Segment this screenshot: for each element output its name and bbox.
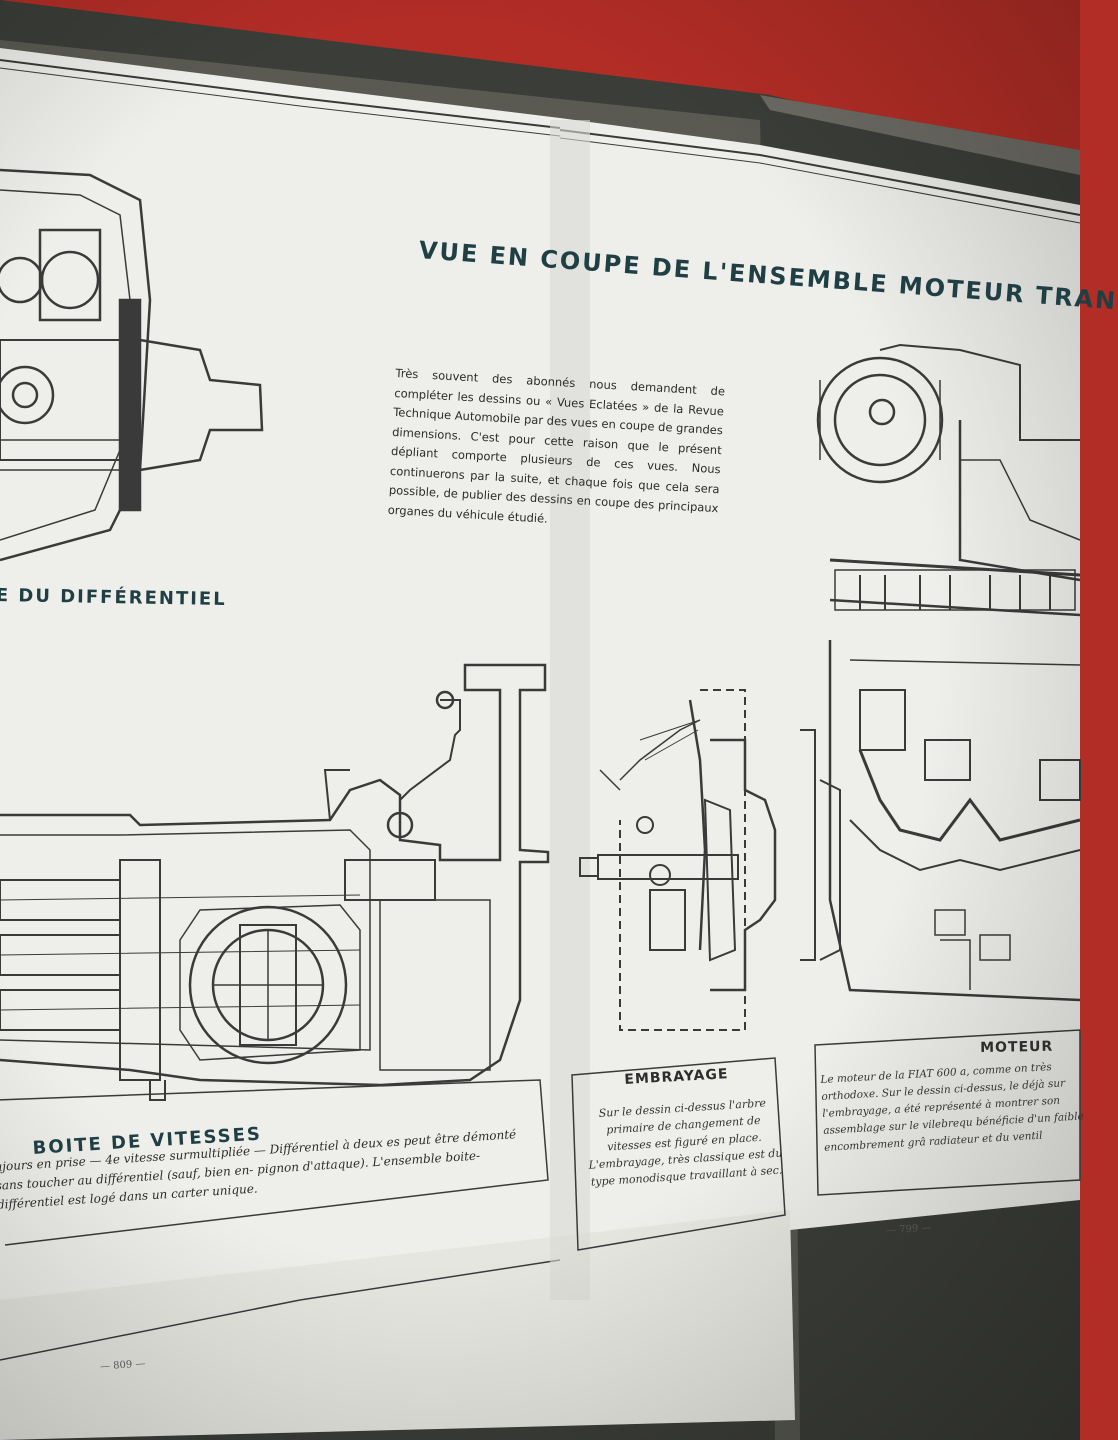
clutch-drawing [579, 689, 777, 1031]
engine-drawing [800, 343, 1081, 1002]
engine-title: MOTEUR [980, 1038, 1054, 1056]
engine-box [814, 1029, 1081, 1196]
clutch-box [571, 1057, 786, 1251]
differential-drawing [0, 168, 264, 562]
gearbox-box [0, 1079, 549, 1246]
page-spread [0, 48, 1080, 1420]
engine-text: Le moteur de la FIAT 600 a, comme on trè… [820, 1061, 1085, 1154]
photo-scene [0, 0, 1081, 1440]
intro-paragraph: Très souvent des abonnés nous demandent … [387, 365, 726, 526]
differential-title: E DU DIFFÉRENTIEL [0, 585, 227, 611]
gearbox-drawing [0, 663, 550, 1101]
clutch-text: Sur le dessin ci-dessus l'arbre primaire… [588, 1096, 783, 1189]
